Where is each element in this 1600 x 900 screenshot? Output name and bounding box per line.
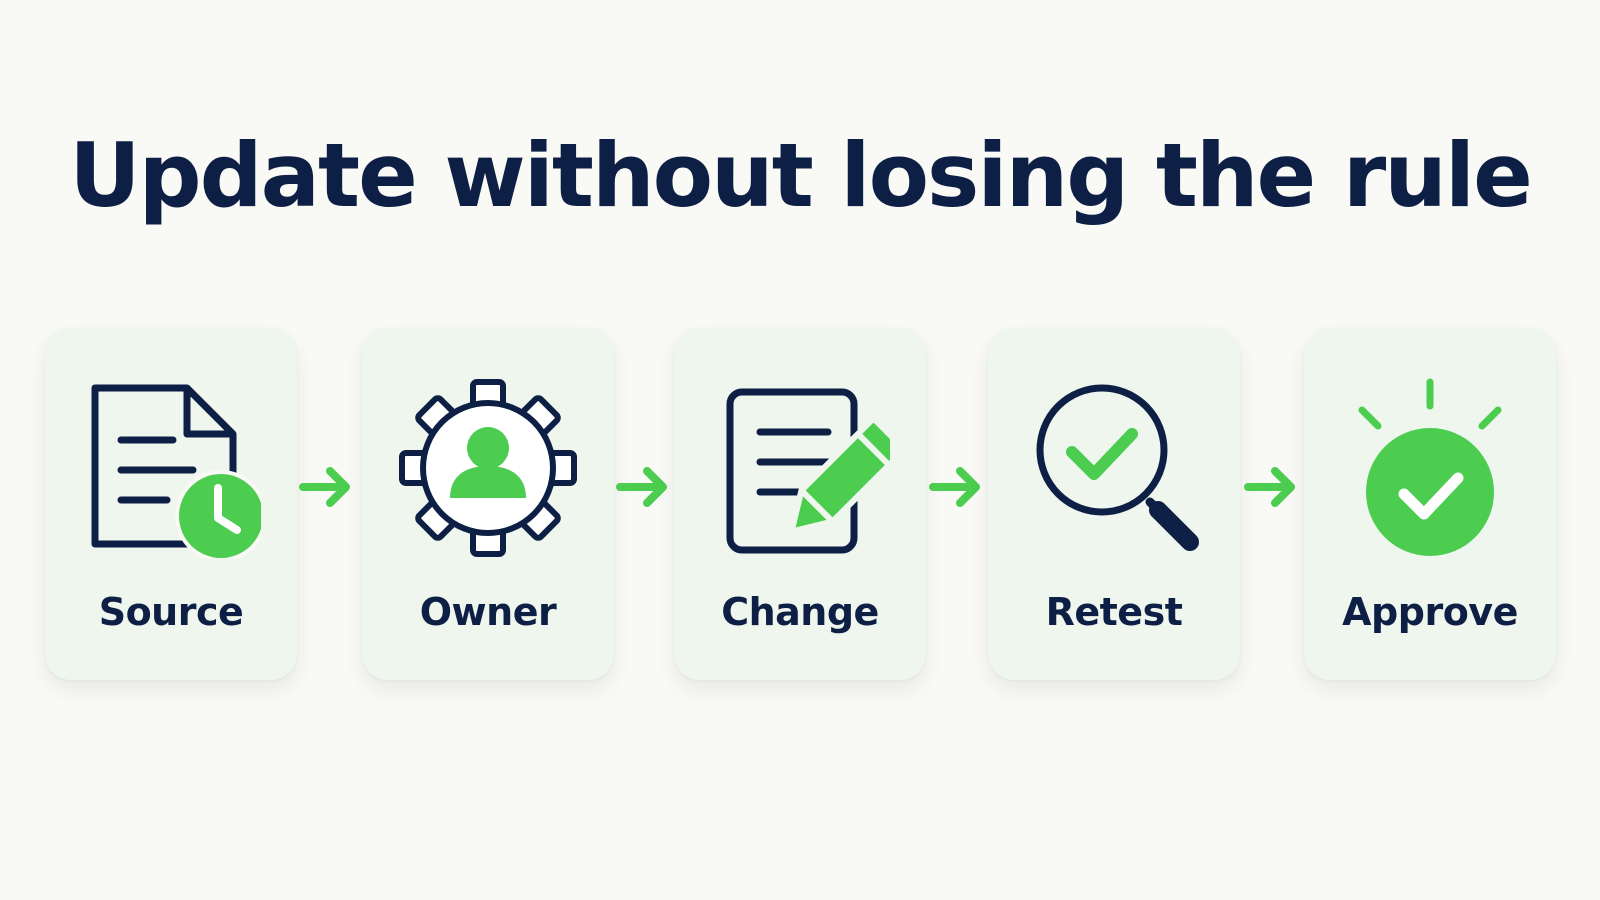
step-label-retest: Retest xyxy=(1045,590,1183,634)
arrow-right-icon xyxy=(298,462,354,512)
document-pencil-icon xyxy=(710,378,890,558)
arrow-right-icon xyxy=(1243,462,1299,512)
check-badge-icon xyxy=(1340,378,1520,558)
step-label-approve: Approve xyxy=(1342,590,1518,634)
document-clock-icon xyxy=(81,378,261,558)
arrow-right-icon xyxy=(615,462,671,512)
step-label-owner: Owner xyxy=(419,590,557,634)
step-label-change: Change xyxy=(721,590,879,634)
step-card-approve: Approve xyxy=(1304,328,1556,680)
page-title: Update without losing the rule xyxy=(69,124,1533,227)
step-card-source: Source xyxy=(45,328,297,680)
step-card-owner: Owner xyxy=(362,328,614,680)
step-card-retest: Retest xyxy=(988,328,1240,680)
magnifier-check-icon xyxy=(1024,378,1204,558)
step-card-change: Change xyxy=(674,328,926,680)
step-label-source: Source xyxy=(98,590,244,634)
arrow-right-icon xyxy=(928,462,984,512)
gear-person-icon xyxy=(398,378,578,558)
